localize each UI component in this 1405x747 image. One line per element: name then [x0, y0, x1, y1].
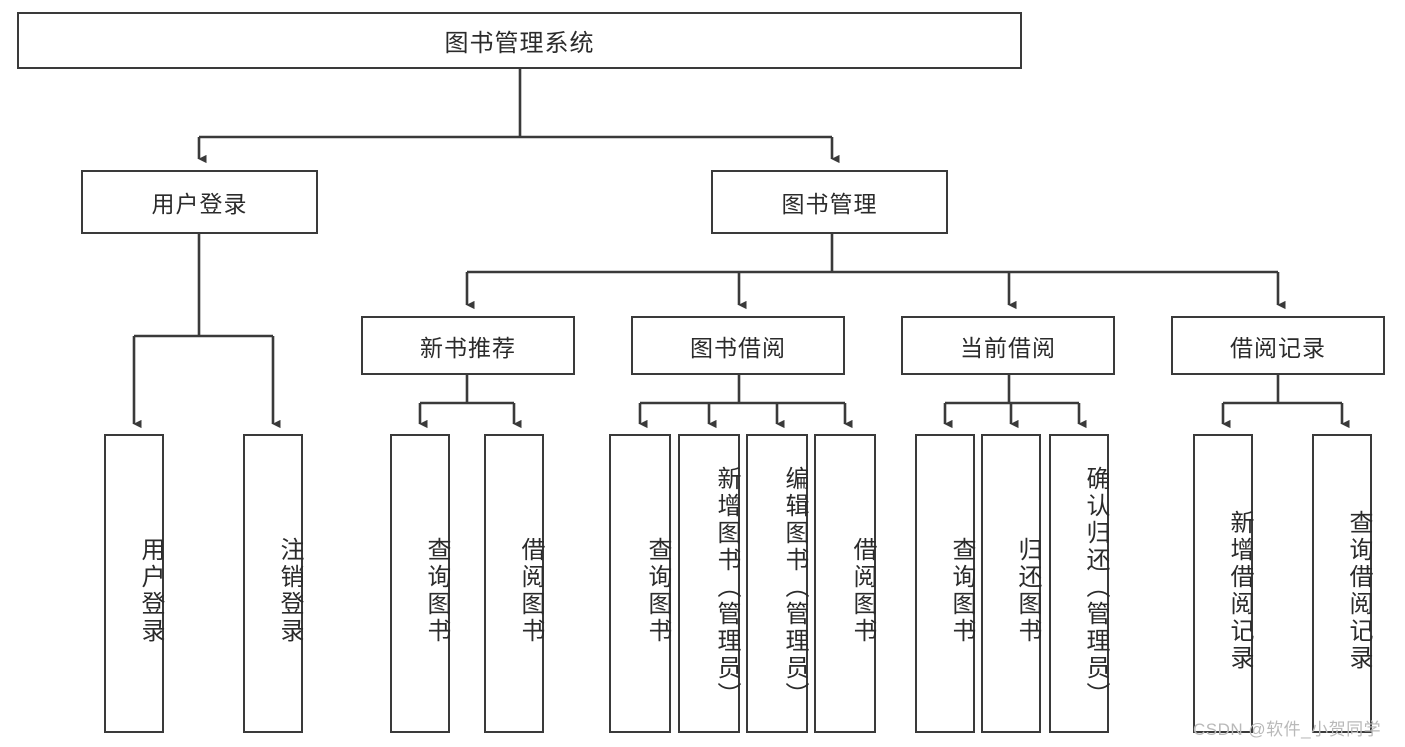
node-book-management[interactable]: 图书管理	[711, 170, 948, 234]
leaf-borrow-record-add-record[interactable]: 新增借阅记录	[1193, 434, 1253, 733]
leaf-book-borrow-add-book-admin[interactable]: 新增图书（管理员）	[678, 434, 740, 733]
node-new-book-recommendation[interactable]: 新书推荐	[361, 316, 575, 375]
leaf-book-borrow-borrow-books[interactable]: 借阅图书	[814, 434, 876, 733]
leaf-user-login-login[interactable]: 用户登录	[104, 434, 164, 733]
leaf-borrow-record-query-record[interactable]: 查询借阅记录	[1312, 434, 1372, 733]
csdn-watermark: CSDN @软件_小贺同学	[1193, 720, 1382, 739]
node-user-login[interactable]: 用户登录	[81, 170, 318, 234]
leaf-book-borrow-edit-book-admin[interactable]: 编辑图书（管理员）	[746, 434, 808, 733]
leaf-current-borrow-query-books[interactable]: 查询图书	[915, 434, 975, 733]
leaf-user-login-logout[interactable]: 注销登录	[243, 434, 303, 733]
node-book-borrowing[interactable]: 图书借阅	[631, 316, 845, 375]
leaf-current-borrow-return-books[interactable]: 归还图书	[981, 434, 1041, 733]
leaf-book-borrow-query-books[interactable]: 查询图书	[609, 434, 671, 733]
leaf-new-book-query-books[interactable]: 查询图书	[390, 434, 450, 733]
node-current-borrowing[interactable]: 当前借阅	[901, 316, 1115, 375]
leaf-new-book-borrow-books[interactable]: 借阅图书	[484, 434, 544, 733]
leaf-current-borrow-confirm-return-admin[interactable]: 确认归还（管理员）	[1049, 434, 1109, 733]
node-root-library-management-system[interactable]: 图书管理系统	[17, 12, 1022, 69]
node-borrowing-records[interactable]: 借阅记录	[1171, 316, 1385, 375]
